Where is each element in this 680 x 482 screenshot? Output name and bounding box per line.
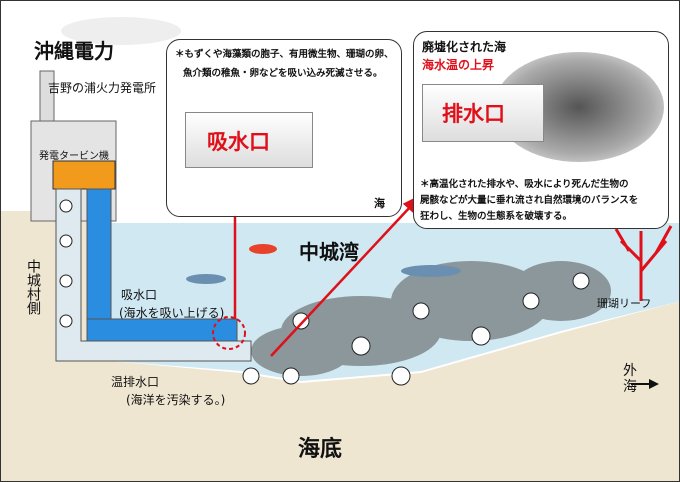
arrow-right-icon <box>649 379 659 389</box>
outlet-sub-label: (海洋を汚染する。) <box>126 393 226 407</box>
village-side-label: 中城村側 <box>25 259 41 315</box>
intake-note-line1: ＊もずくや海藻類の胞子、有用微生物、珊瑚の卵、 <box>175 49 394 60</box>
open-sea-label: 外海 <box>623 363 637 395</box>
outlet-note-line3: 狂わし、生物の生態系を破壊する。 <box>420 211 573 222</box>
ruined-sea-label: 廃墟化された海 <box>422 40 507 54</box>
outlet-pipe-label: 排水口 <box>442 102 505 126</box>
sea-temp-rise-label: 海水温の上昇 <box>422 58 495 72</box>
outlet-pipe-illustration <box>422 84 544 142</box>
fish <box>401 265 461 277</box>
intake-pipe-illustration <box>185 112 313 168</box>
turbine-block <box>52 160 116 190</box>
intake-pipe-label: 吸水口 <box>207 130 270 154</box>
seabed-label: 海底 <box>298 437 343 462</box>
outlet-note-line1: ＊高温化された排水や、吸水により死んだ生物の <box>420 179 629 190</box>
outlet-label: 温排水口 <box>111 375 160 389</box>
intake-note-line2: 魚介類の稚魚・卵などを吸い込み死滅させる。 <box>183 68 383 79</box>
seabed-area <box>1 301 679 481</box>
smoke-cloud <box>61 17 181 45</box>
plant-name: 吉野の浦火力発電所 <box>48 81 157 95</box>
skull-icons <box>59 199 590 386</box>
fish <box>249 244 277 254</box>
bay-label: 中城湾 <box>299 240 359 264</box>
intake-label: 吸水口 <box>121 288 158 302</box>
outlet-pipe <box>55 188 252 362</box>
turbine-label: 発電タービン機 <box>39 151 109 162</box>
intake-pipe-horizontal <box>86 318 238 342</box>
intake-callout: ＊もずくや海藻類の胞子、有用微生物、珊瑚の卵、 魚介類の稚魚・卵などを吸い込み死… <box>166 39 402 217</box>
intake-highlight-circle <box>212 316 246 350</box>
coral-reef-icon <box>614 225 673 301</box>
reef-label: 珊瑚リーフ <box>597 297 652 310</box>
outlet-note-line2: 屍骸などが大量に垂れ流され自然環境のバランスを <box>420 195 639 206</box>
intake-pipe <box>86 188 112 342</box>
outlet-callout: 廃墟化された海 海水温の上昇 排水口 ＊高温化された排水や、吸水により死んだ生物… <box>413 31 669 229</box>
intake-sub-label: (海水を吸い上げる) <box>119 306 225 320</box>
sea-label: 海 <box>374 197 385 210</box>
company-name: 沖縄電力 <box>34 39 114 63</box>
fish <box>186 274 226 284</box>
